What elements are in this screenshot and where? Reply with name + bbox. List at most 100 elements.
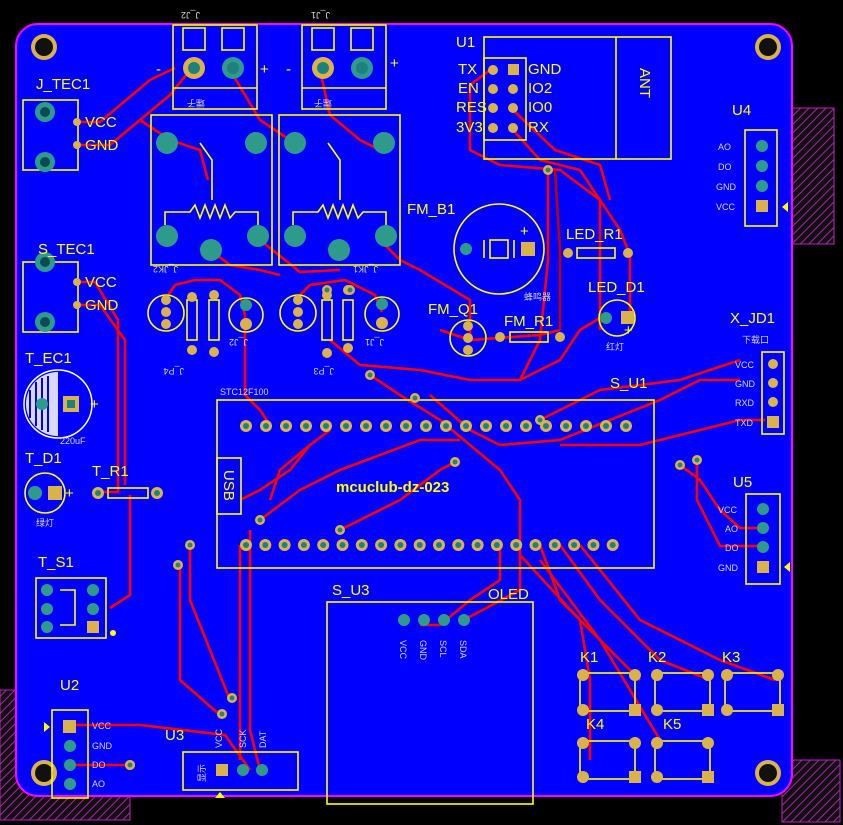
u1-pin-en: EN: [458, 80, 479, 97]
mcu-pin-top-hole: [283, 423, 289, 429]
relay-driver-right-label: J_P3: [313, 366, 334, 376]
u3-pin-vcc: VCC: [214, 728, 224, 748]
k5: K5: [651, 716, 714, 783]
t-d1: + T_D1 绿灯: [24, 450, 74, 528]
via-hole: [452, 459, 458, 465]
terminal-j-j2-text: 端子: [187, 98, 205, 109]
t-d1-ref: T_D1: [25, 450, 62, 467]
mcu-pin-top-hole: [623, 423, 629, 429]
s-tec1-ref: S_TEC1: [38, 241, 95, 258]
terminal-j-j1: - + J_J1 端子: [286, 10, 399, 110]
led-r1: LED_R1: [563, 226, 633, 259]
via-hole: [337, 527, 343, 533]
t-s1-ref: T_S1: [38, 554, 74, 571]
fm-q1-ref: FM_Q1: [428, 301, 478, 318]
via-hole: [347, 287, 353, 293]
u3-pin-dat: DAT: [258, 730, 268, 748]
led-d1-note: 红灯: [606, 341, 624, 352]
board-title: mcuclub-dz-023: [336, 479, 449, 496]
t-d1-note: 绿灯: [36, 517, 54, 528]
mcu-pin-top-hole: [583, 423, 589, 429]
relay-driver-right: J_P3 J_J1: [279, 285, 400, 376]
t-ec1: + T_EC1 220uF: [23, 350, 99, 446]
s-u1-part: STC12F100: [220, 387, 269, 397]
mcu-pin-top-hole: [443, 423, 449, 429]
terminal-j-j1-label: J_J1: [311, 10, 330, 20]
u3: U3 显示 VCC SCK DAT: [165, 727, 299, 798]
s-u3-pin-vcc: VCC: [398, 640, 408, 660]
relay-driver-left-label: J_P4: [163, 366, 184, 376]
u5-pin-gnd: GND: [718, 563, 739, 573]
u3-pin-sck: SCK: [238, 729, 248, 748]
x-jd1-pin-txd: TXD: [735, 418, 754, 428]
u5-pin-vcc: VCC: [718, 505, 738, 515]
x-jd1-ref: X_JD1: [730, 310, 775, 327]
mcu-pin-top-hole: [323, 423, 329, 429]
terminal-j-j2: - + J_J2 端子: [156, 10, 269, 110]
via-hole: [677, 462, 683, 468]
via-hole: [367, 372, 373, 378]
s-tec1: S_TEC1 VCC GND: [22, 241, 119, 333]
fm-q1: FM_Q1: [428, 301, 487, 357]
mcu-pin-row-bottom: [240, 539, 619, 551]
traces: [70, 66, 776, 771]
s-u3-pin-scl: SCL: [438, 640, 448, 658]
relay-driver-right-j-label: J_J1: [365, 337, 384, 347]
t-r1: T_R1: [92, 463, 163, 499]
k3: K3: [721, 649, 784, 716]
u2-pin-vcc: VCC: [92, 721, 112, 731]
mcu-pin-bottom-hole: [243, 542, 249, 548]
via-hole: [545, 167, 551, 173]
mcu-pin-bottom-hole: [300, 542, 307, 548]
fm-r1: FM_R1: [495, 313, 565, 343]
via-hole: [127, 762, 133, 768]
mcu-pin-bottom-hole: [262, 542, 269, 548]
j-tec1-pin-gnd: GND: [85, 137, 119, 154]
mcu-pin-bottom-hole: [609, 542, 616, 548]
mcu-pin-top-hole: [543, 423, 549, 429]
u1-pin-tx: TX: [458, 61, 477, 78]
x-jd1-pin-vcc: VCC: [735, 360, 755, 370]
mcu-pin-row-top: [240, 420, 632, 432]
terminal-j-j2-plus: +: [260, 61, 269, 78]
s-u3-ref: S_U3: [332, 582, 370, 599]
terminal-j-j2-minus: -: [156, 61, 161, 78]
k1: K1: [577, 649, 641, 716]
fm-b1: + FM_B1 蜂鸣器: [407, 201, 551, 302]
k4-label: K4: [586, 716, 604, 733]
t-ec1-value: 220uF: [60, 436, 86, 446]
mcu-pin-top-hole: [463, 423, 469, 429]
mcu-pin-top-hole: [503, 423, 509, 429]
u2: U2 VCC GND DO AO: [44, 677, 135, 799]
j-tec1-pin-vcc: VCC: [85, 114, 117, 131]
relay-driver-left: J_P4 J_J2: [147, 290, 264, 376]
mcu-pin-bottom-hole: [416, 542, 423, 548]
fm-b1-ref: FM_B1: [407, 201, 455, 218]
u1-pin-rx: RX: [528, 119, 549, 136]
mcu-pin-top-hole: [343, 423, 349, 429]
s-u1: USB STC12F100 mcuclub-dz-023 S_U1: [216, 375, 655, 569]
fm-r1-ref: FM_R1: [504, 313, 553, 330]
terminal-j-j1-plus: +: [390, 55, 399, 72]
mcu-pin-bottom-hole: [513, 542, 520, 548]
u1-antenna: ANT: [636, 68, 653, 98]
terminal-j-j1-minus: -: [286, 61, 291, 78]
mcu-pin-bottom-hole: [590, 542, 597, 548]
via-hole: [324, 287, 330, 293]
u2-pin-gnd: GND: [92, 741, 113, 751]
mcu-pin-bottom-hole: [320, 542, 327, 548]
u5-pin-ao: AO: [725, 524, 738, 534]
mcu-pin-bottom-hole: [532, 542, 539, 548]
mcu-pin-bottom-hole: [551, 542, 558, 548]
mcu-pin-bottom-hole: [378, 542, 385, 548]
u2-ref: U2: [60, 677, 79, 694]
terminal-j-j2-label: J_J2: [181, 10, 200, 20]
mcu-pin-top-hole: [423, 423, 429, 429]
u5-ref: U5: [733, 474, 752, 491]
x-jd1-note: 下载口: [742, 334, 769, 345]
j-tec1-ref: J_TEC1: [36, 76, 90, 93]
mcu-pin-bottom-hole: [339, 542, 346, 548]
u4-pin-vcc: VCC: [716, 202, 736, 212]
u5: U5 VCC AO DO GND: [718, 474, 790, 585]
u4-ref: U4: [732, 102, 751, 119]
